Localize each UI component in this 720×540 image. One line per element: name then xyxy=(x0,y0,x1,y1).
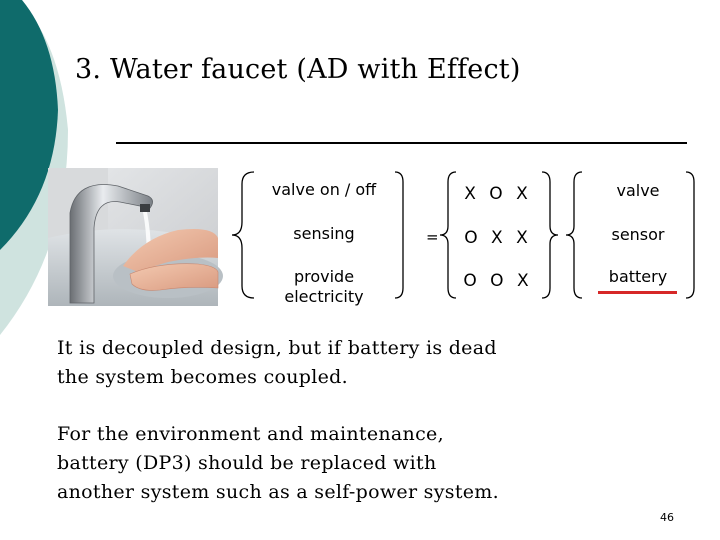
paragraph-2-line-3: another system such as a self-power syst… xyxy=(57,481,499,503)
hand-upper xyxy=(123,229,218,272)
paragraph-2-line-2: battery (DP3) should be replaced with xyxy=(57,452,437,474)
matrix-row-1: X O X xyxy=(464,184,532,204)
matrix-row-3: O O X xyxy=(463,271,533,291)
left-brace xyxy=(231,171,255,299)
dp-valve: valve xyxy=(616,181,660,200)
faucet-body xyxy=(69,184,153,304)
paragraph-2-line-1: For the environment and maintenance, xyxy=(57,423,444,445)
slide-decoration xyxy=(0,0,68,335)
dp-right-bracket xyxy=(685,171,695,299)
faucet-photo xyxy=(48,168,223,306)
dp-sensor: sensor xyxy=(611,225,665,244)
fr-valve-on-off: valve on / off xyxy=(271,180,377,199)
title-divider xyxy=(116,142,687,144)
fr-right-bracket xyxy=(394,171,404,299)
dp-left-brace xyxy=(565,171,583,299)
slide-title: 3. Water faucet (AD with Effect) xyxy=(75,54,521,85)
paragraph-1-line-2: the system becomes coupled. xyxy=(57,366,348,388)
dp-battery: battery xyxy=(608,267,668,286)
battery-highlight-underline xyxy=(598,291,677,294)
hand-lower xyxy=(129,263,219,291)
matrix-row-2: O X X xyxy=(464,228,532,248)
page-number: 46 xyxy=(660,511,674,524)
matrix-right-bracket xyxy=(541,171,559,299)
decor-dark-curve xyxy=(0,0,58,250)
fr-sensing: sensing xyxy=(293,224,355,243)
fr-provide-electricity: provide electricity xyxy=(284,267,364,306)
matrix-left-brace xyxy=(439,171,457,299)
paragraph-1-line-1: It is decoupled design, but if battery i… xyxy=(57,337,497,359)
equals-sign: = xyxy=(426,228,439,246)
